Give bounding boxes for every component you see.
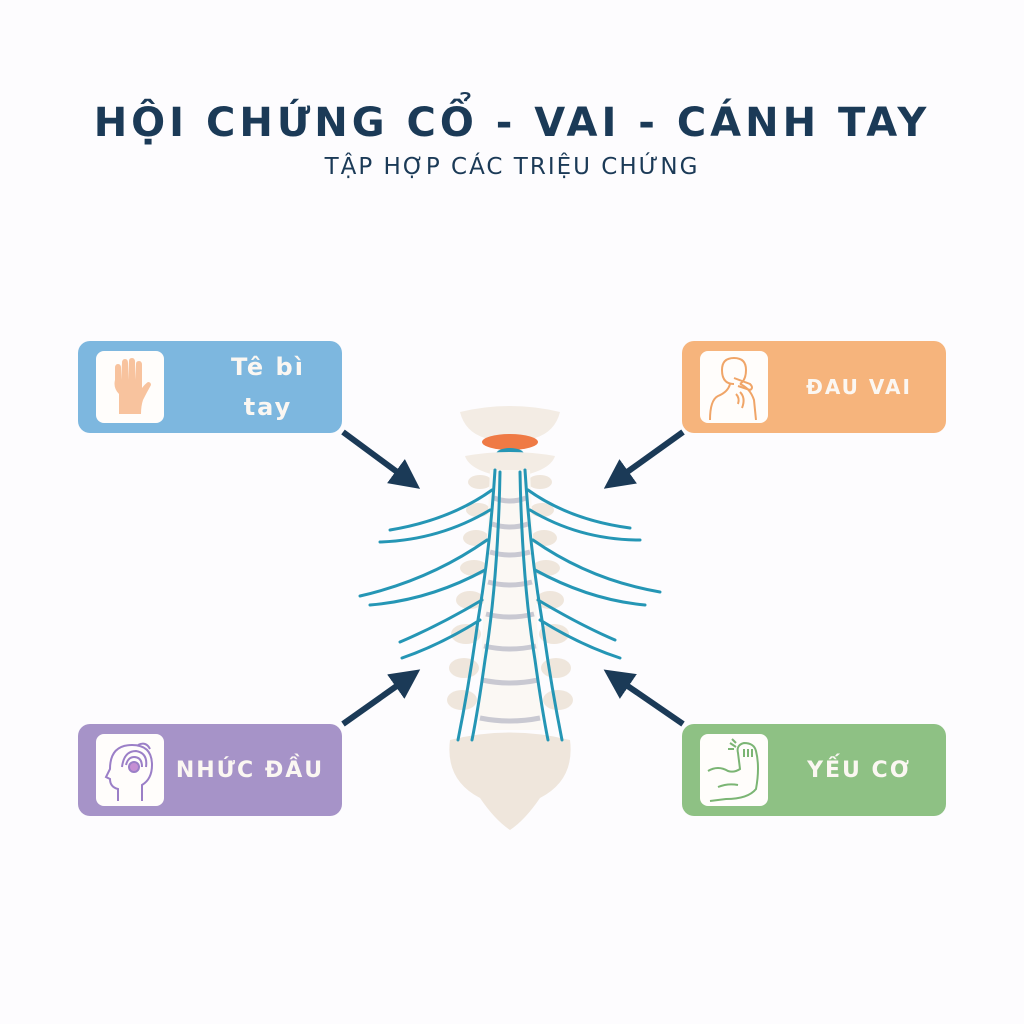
spine-illustration bbox=[358, 406, 662, 830]
page-subtitle: TẬP HỢP CÁC TRIỆU CHỨNG bbox=[324, 154, 700, 180]
icon-box bbox=[96, 351, 164, 423]
symptom-label: Tê bì tay bbox=[231, 353, 305, 421]
shoulder-pain-icon bbox=[709, 356, 757, 420]
icon-box bbox=[96, 734, 164, 806]
symptom-card-numb-hand: Tê bì tay bbox=[78, 341, 342, 433]
symptom-label: ĐAU VAI bbox=[806, 375, 912, 399]
symptom-card-muscle-weakness: YẾU CƠ bbox=[682, 724, 946, 816]
symptom-label: YẾU CƠ bbox=[807, 757, 911, 783]
symptom-card-headache: NHỨC ĐẦU bbox=[78, 724, 342, 816]
page-title: HỘI CHỨNG CỔ - VAI - CÁNH TAY bbox=[93, 100, 931, 146]
icon-box bbox=[700, 351, 768, 423]
hand-icon bbox=[114, 358, 151, 414]
symptom-label: NHỨC ĐẦU bbox=[175, 757, 325, 783]
headache-icon bbox=[104, 742, 154, 801]
muscle-arm-icon bbox=[707, 738, 759, 802]
symptom-card-shoulder-pain: ĐAU VAI bbox=[682, 341, 946, 433]
icon-box bbox=[700, 734, 768, 806]
